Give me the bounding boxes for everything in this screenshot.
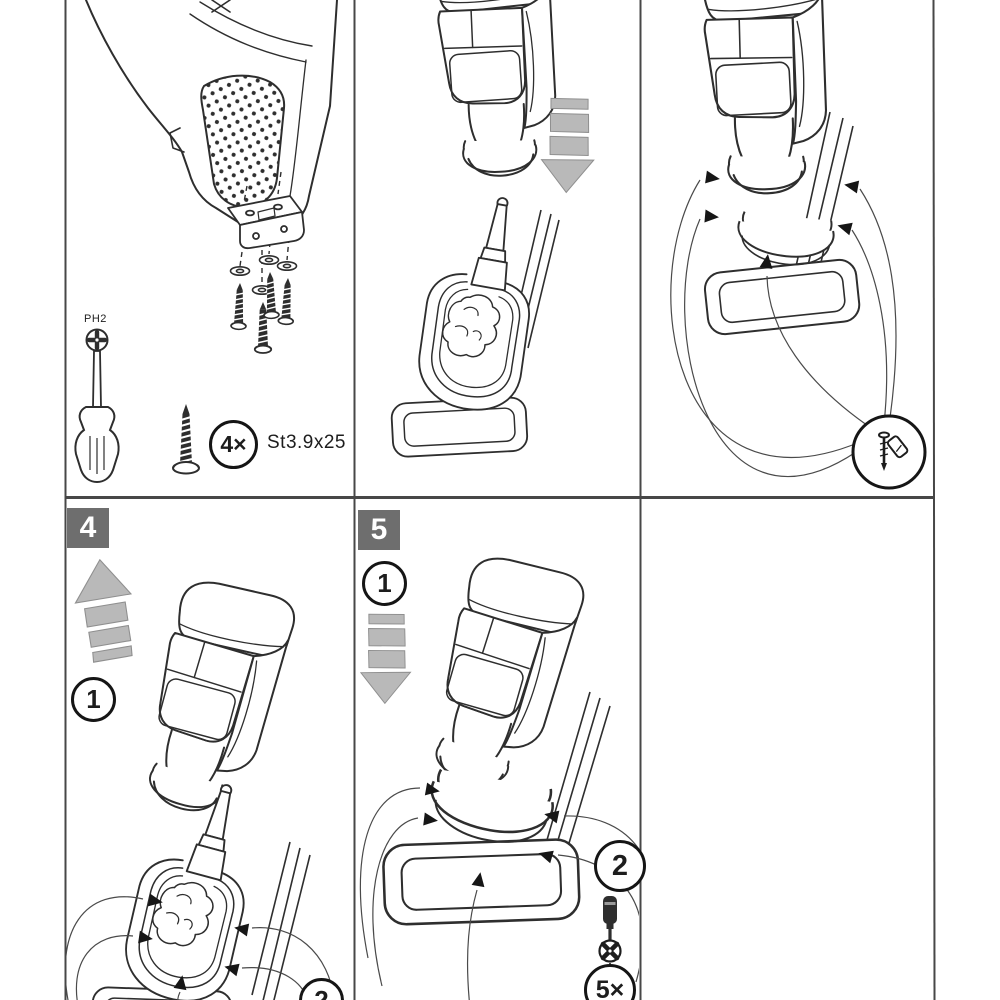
- attach-point-arrow: [843, 178, 860, 194]
- arrow-down-icon: [357, 610, 416, 706]
- step-4-badge: 4: [67, 508, 109, 548]
- panel-grid-lines: [64, 0, 936, 1000]
- washer-icon: [258, 255, 280, 266]
- attach-point-arrow: [705, 170, 721, 186]
- panel-step5: [357, 547, 639, 1000]
- armrest-drawing: [432, 0, 565, 181]
- step-5-badge: 5: [358, 510, 400, 550]
- screw-quantity-badge: 4×: [209, 420, 258, 469]
- reference-screw-icon: [172, 403, 200, 475]
- bracket-drawing: [381, 184, 572, 481]
- arrow-up-icon: [71, 556, 138, 664]
- attach-point-arrow: [835, 219, 853, 236]
- panel-parts-exploded: [74, 0, 338, 484]
- armrest-drawing: [699, 0, 835, 198]
- attach-point-arrow: [704, 209, 720, 224]
- washer-icon: [276, 260, 298, 272]
- step-5-screw-quantity-badge: 5×: [584, 964, 636, 1000]
- step-5-callout-1: 1: [362, 561, 407, 606]
- screw-spec-label: St3.9x25: [267, 432, 346, 453]
- screw-icon: [230, 281, 249, 331]
- tool-size-label: PH2: [84, 313, 107, 325]
- screw-icon: [277, 276, 297, 326]
- bracket-base-drawing: [367, 760, 603, 960]
- click-point-arrow: [423, 812, 439, 828]
- panel-drop-on-bracket: [381, 0, 601, 481]
- seat-rail-lines: [251, 841, 311, 1000]
- phillips-screwdriver-icon: [74, 328, 120, 484]
- step-5-callout-2: 2: [594, 840, 646, 892]
- armrest-exploded-drawing: [85, 0, 338, 232]
- callout-leader-curves: [670, 179, 897, 478]
- step-4-callout-1: 1: [71, 677, 116, 722]
- panel-step4: [66, 556, 335, 1000]
- washer-icon: [229, 265, 251, 277]
- armrest-drawing: [128, 572, 301, 826]
- fastening-detail-circle: [851, 414, 927, 490]
- armrest-drawing: [414, 547, 590, 802]
- exploded-leader-lines: [239, 171, 290, 284]
- panel-click-points: [670, 0, 927, 490]
